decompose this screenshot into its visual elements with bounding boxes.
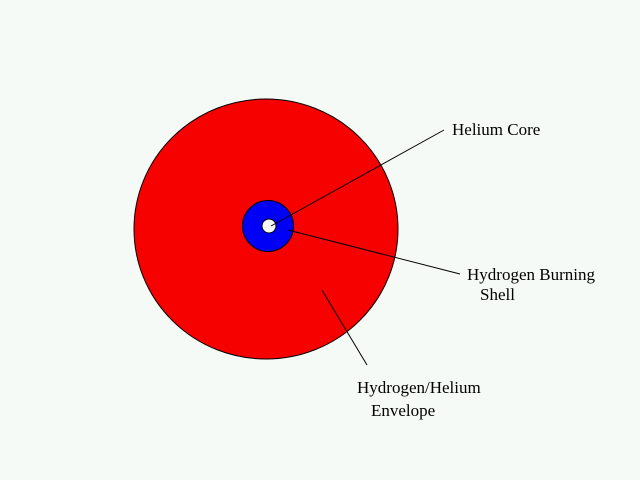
envelope-pointer	[321, 289, 368, 366]
helium-core	[261, 218, 277, 234]
helium-core-label: Helium Core	[452, 120, 541, 139]
shell-label-line2: Shell	[480, 285, 515, 304]
shell-pointer	[287, 229, 461, 275]
envelope-label-line2: Envelope	[371, 401, 436, 420]
envelope-label-line1: Hydrogen/Helium	[357, 378, 481, 397]
helium-core-pointer	[270, 129, 445, 227]
shell-label-line1: Hydrogen Burning	[467, 265, 595, 284]
